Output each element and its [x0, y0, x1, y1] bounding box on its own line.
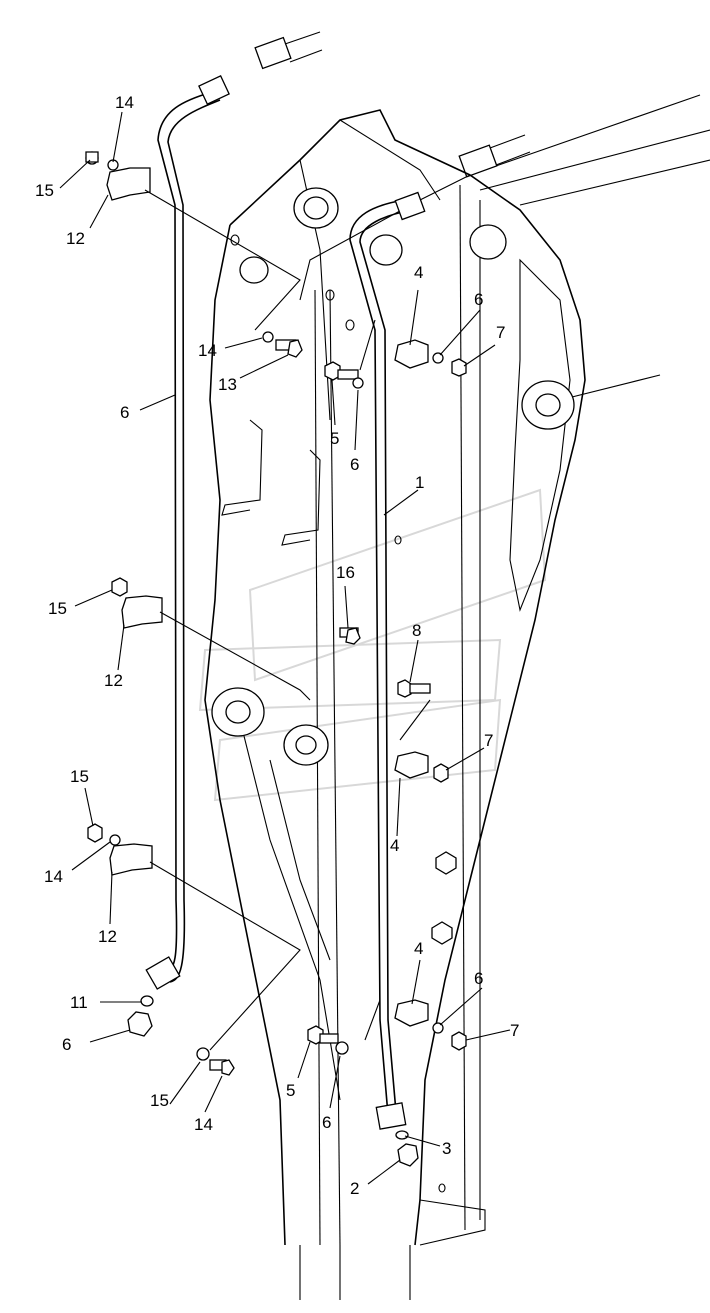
reference-lines	[144, 189, 431, 1051]
callout-4: 4	[414, 939, 423, 958]
arm-body	[204, 109, 586, 1300]
callout-9: 6	[120, 403, 129, 422]
callout-5: 5	[286, 1081, 295, 1100]
callout-14: 14	[44, 867, 63, 886]
callout-8: 8	[412, 621, 421, 640]
hardware	[85, 151, 467, 1167]
callout-15: 15	[48, 599, 67, 618]
callout-16: 16	[336, 563, 355, 582]
callout-3: 3	[442, 1139, 451, 1158]
callout-labels: 15 14 12 14 13 6 5 6 4 6 7 1 16 8 15 12 …	[35, 93, 519, 1198]
callout-14: 14	[115, 93, 134, 112]
callout-7: 7	[496, 323, 505, 342]
callout-7: 7	[510, 1021, 519, 1040]
callout-14: 14	[198, 341, 217, 360]
callout-5: 5	[330, 429, 339, 448]
callout-1: 1	[415, 473, 424, 492]
callout-4: 4	[414, 263, 423, 282]
callout-6: 6	[474, 290, 483, 309]
callout-13: 13	[218, 375, 237, 394]
callout-2: 2	[350, 1179, 359, 1198]
callout-14: 15	[150, 1091, 169, 1110]
callout-6: 6	[474, 969, 483, 988]
watermark-logo	[198, 488, 547, 802]
callout-11: 11	[70, 993, 88, 1012]
callout-15: 15	[35, 181, 54, 200]
callout-12: 12	[66, 229, 85, 248]
callout-10: 6	[62, 1035, 71, 1054]
callout-15: 15	[70, 767, 89, 786]
callout-12: 12	[104, 671, 123, 690]
callout-4: 4	[390, 836, 399, 855]
callout-13: 14	[194, 1115, 213, 1134]
upper-hydraulic-lines	[254, 31, 710, 401]
callout-6: 6	[322, 1113, 331, 1132]
callout-12: 12	[98, 927, 117, 946]
pipe-1	[349, 191, 426, 1130]
callout-leaders	[59, 111, 511, 1185]
pipe-9	[145, 75, 230, 990]
callout-6: 6	[350, 455, 359, 474]
callout-7: 7	[484, 731, 493, 750]
